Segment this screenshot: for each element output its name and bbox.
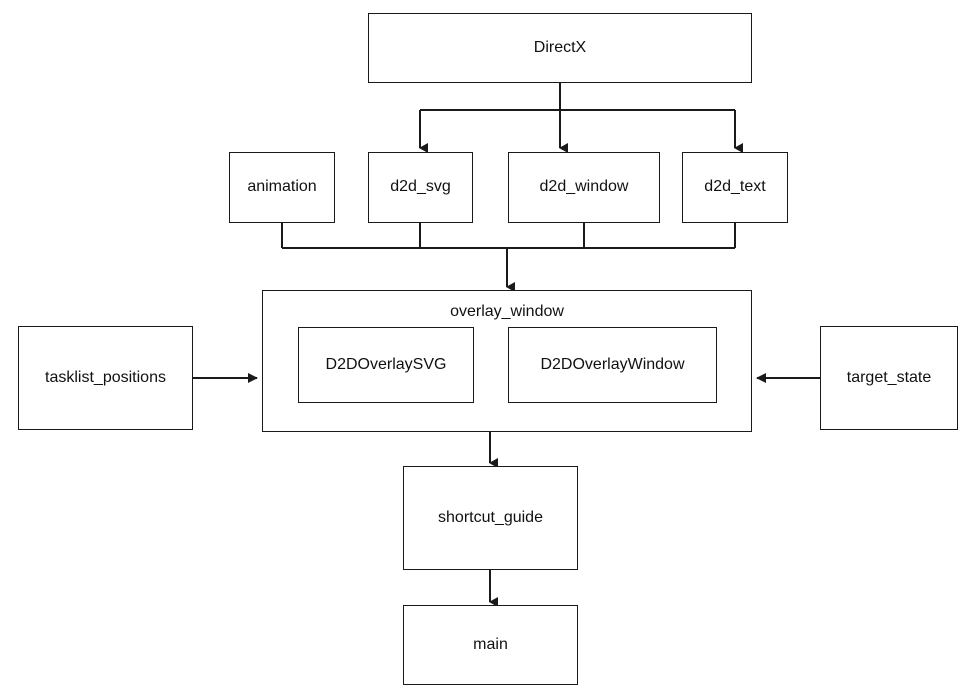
node-d2d-window[interactable]: d2d_window [508, 152, 660, 223]
node-target-state[interactable]: target_state [820, 326, 958, 430]
node-tasklist-positions-label: tasklist_positions [45, 368, 166, 386]
node-d2d-window-label: d2d_window [539, 178, 629, 196]
node-tasklist-positions[interactable]: tasklist_positions [18, 326, 193, 430]
node-d2d-svg[interactable]: d2d_svg [368, 152, 473, 223]
node-d2doverlaysvg-label: D2DOverlaySVG [325, 356, 447, 373]
node-d2d-text[interactable]: d2d_text [682, 152, 788, 223]
node-d2doverlaywindow[interactable]: D2DOverlayWindow [508, 327, 717, 403]
node-d2d-svg-label: d2d_svg [390, 178, 451, 196]
node-shortcut-guide[interactable]: shortcut_guide [403, 466, 578, 570]
node-d2doverlaywindow-label: D2DOverlayWindow [540, 356, 685, 373]
node-d2doverlaysvg[interactable]: D2DOverlaySVG [298, 327, 474, 403]
group-overlay-window-title: overlay_window [450, 303, 564, 320]
node-directx-label: DirectX [533, 38, 587, 56]
node-target-state-label: target_state [846, 368, 932, 386]
node-directx[interactable]: DirectX [368, 13, 752, 83]
node-d2d-text-label: d2d_text [704, 178, 766, 196]
node-shortcut-guide-label: shortcut_guide [438, 508, 543, 526]
node-main-label: main [473, 635, 508, 653]
node-main[interactable]: main [403, 605, 578, 685]
node-animation[interactable]: animation [229, 152, 335, 223]
node-animation-label: animation [247, 178, 317, 196]
